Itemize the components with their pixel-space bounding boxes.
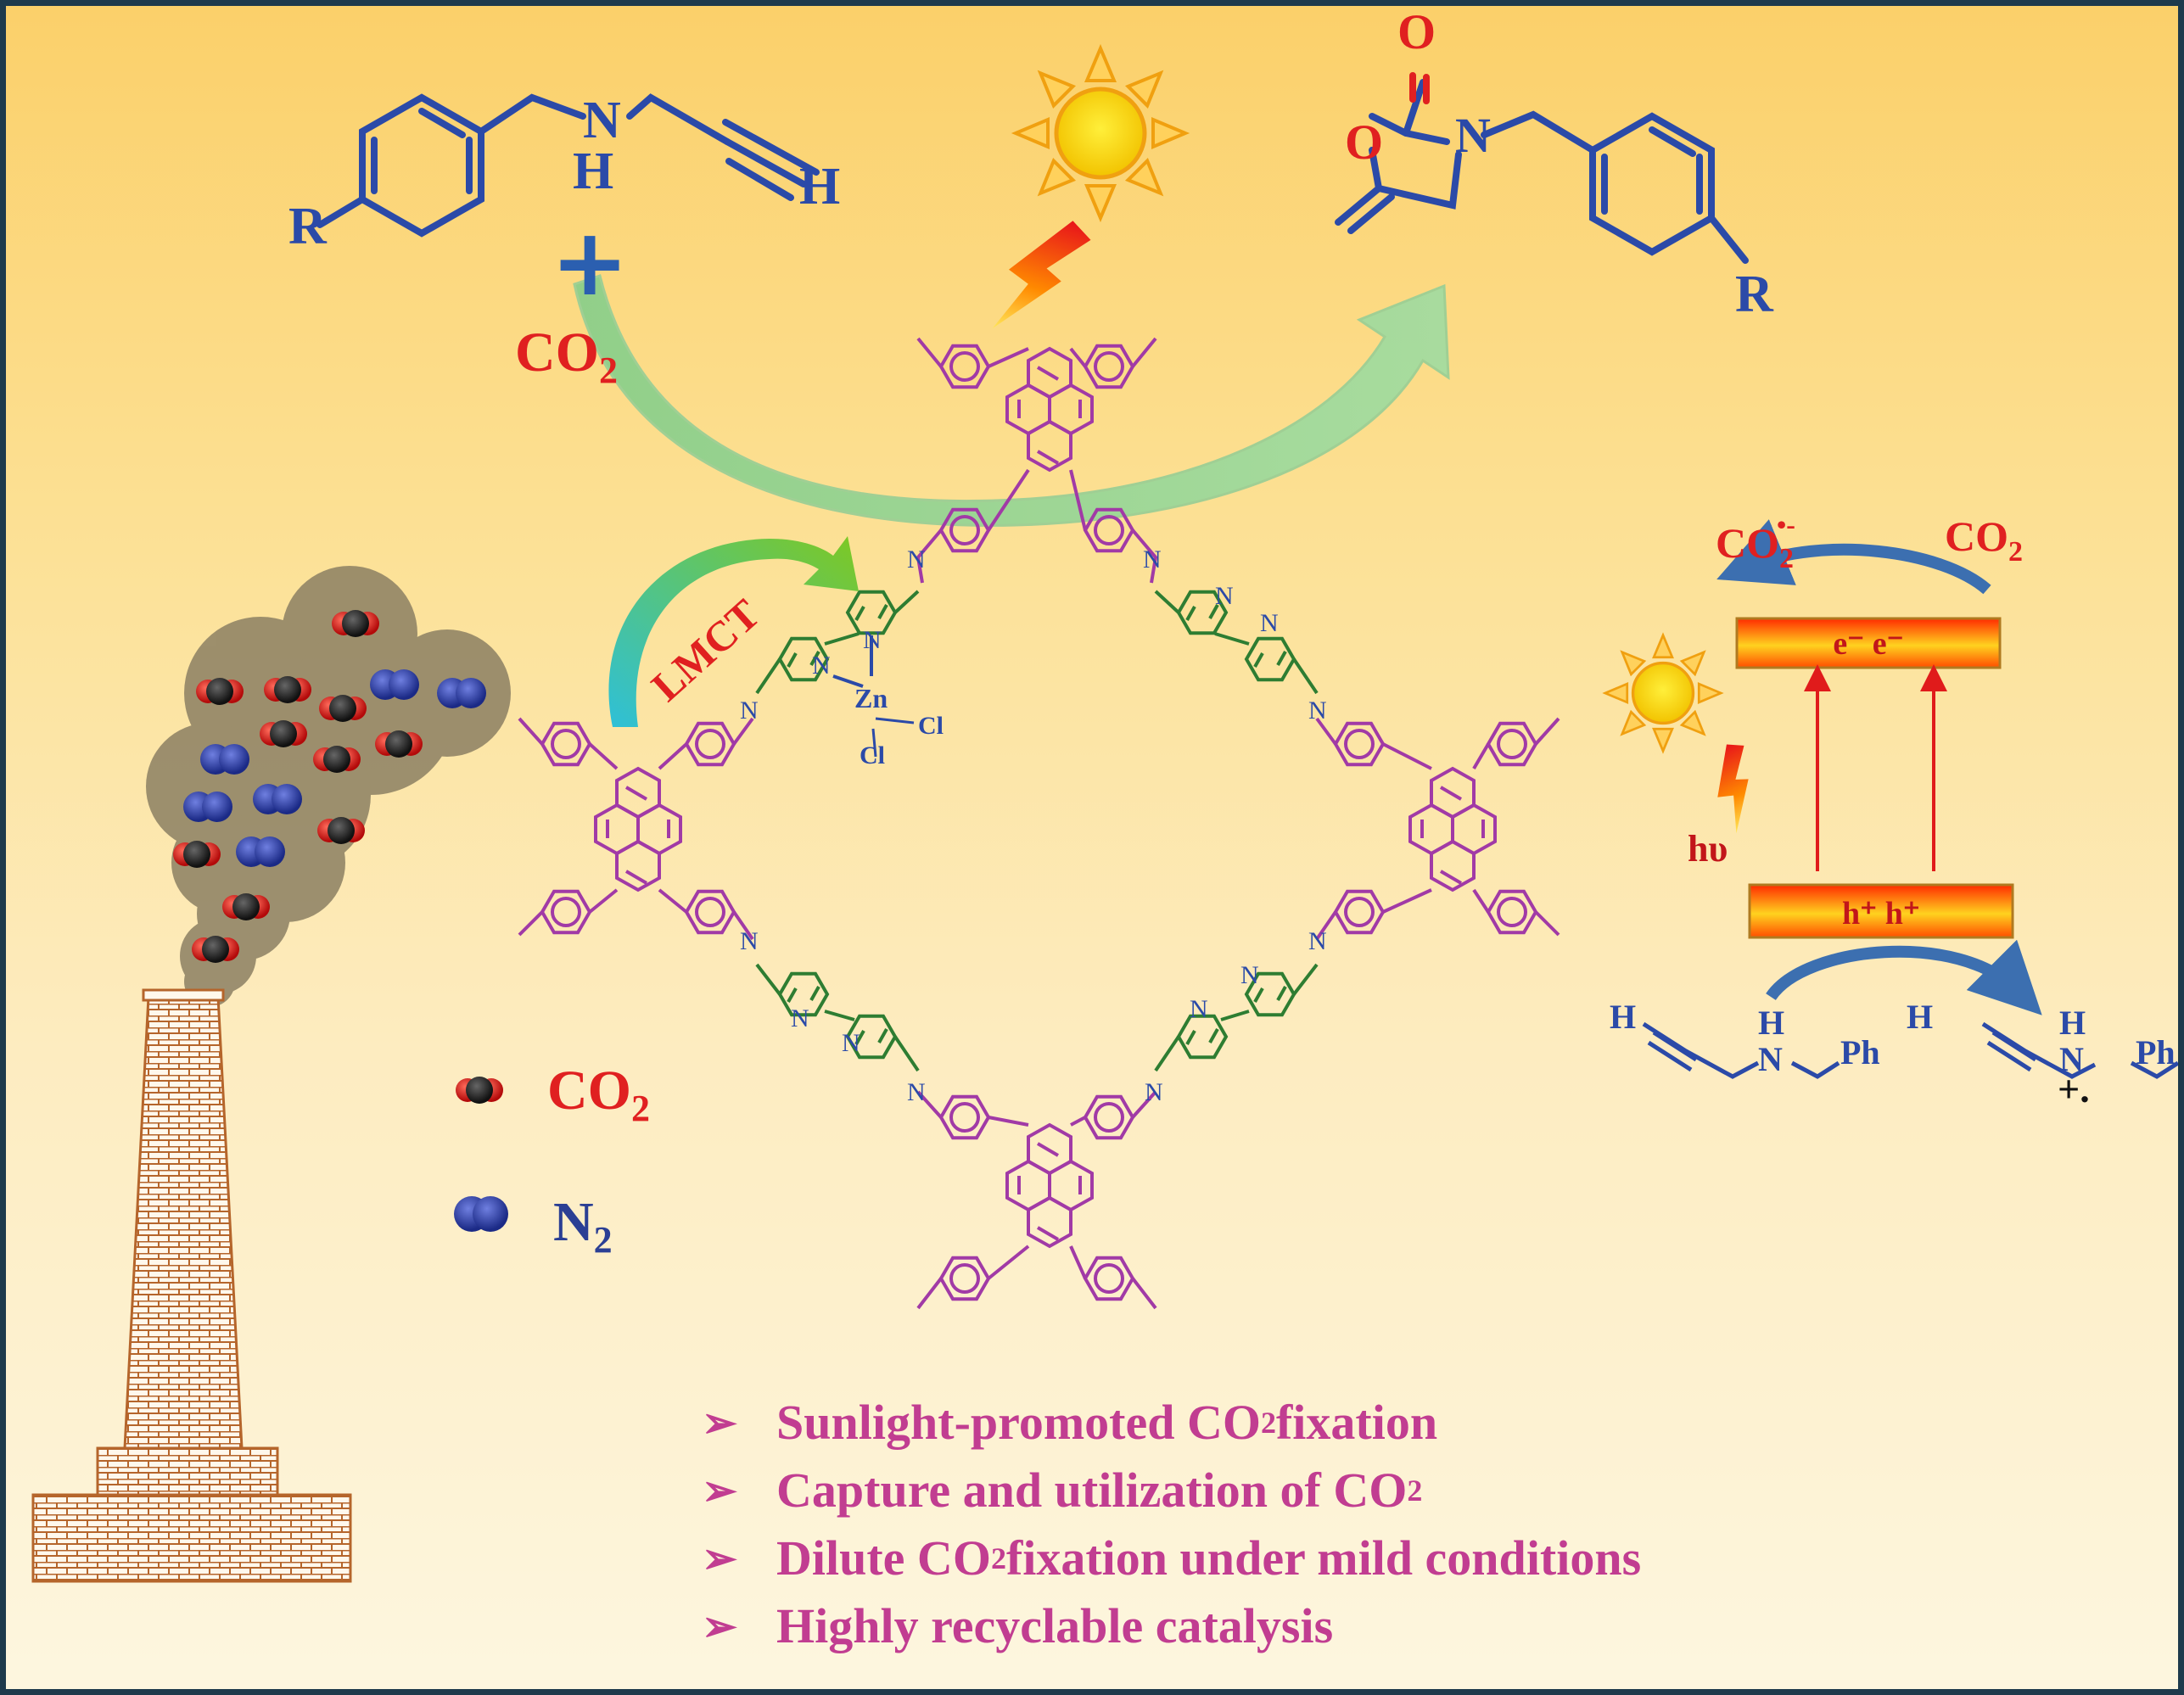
- mechanism-panel: CO2•- CO2 e⁻ e⁻ hυ h⁺ h⁺ H H N Ph H H N …: [1604, 509, 2178, 1110]
- co2-molecules: [173, 610, 423, 963]
- reaction-arrow: [573, 274, 1450, 527]
- pyridine-n-5: N: [791, 1004, 809, 1032]
- lmct-arrow: [608, 536, 859, 727]
- zn-complex: Zn Cl Cl: [854, 683, 944, 769]
- product-oxazolidinone: [1335, 72, 1749, 264]
- imine-n-8: N: [1145, 1078, 1163, 1106]
- reactant-alkyne-h-label: H: [799, 158, 840, 215]
- imine-n-7: N: [907, 1078, 926, 1106]
- plus-sign: +: [551, 208, 629, 316]
- arrow-bullet-icon: ➢: [702, 1399, 737, 1446]
- sun-icon: [1016, 48, 1185, 218]
- legend-co2-label: CO2: [547, 1060, 650, 1129]
- legend: CO2 N2: [454, 1060, 650, 1261]
- imine-n-4: N: [1308, 696, 1327, 724]
- amine-h-terminal: H: [1610, 998, 1636, 1036]
- imine-n-1: N: [907, 545, 926, 573]
- reactant-propargylamine: [316, 93, 820, 238]
- reactant-r-label: R: [288, 198, 328, 255]
- reactant-n-label: N: [583, 92, 621, 149]
- cation-ph: Ph: [2136, 1033, 2176, 1071]
- amine-nh-h: H: [1758, 1004, 1784, 1042]
- product-ring-n: N: [1455, 108, 1491, 163]
- valence-band: [1748, 883, 2014, 939]
- pyridine-n-7: N: [1190, 995, 1208, 1023]
- cl-label-2: Cl: [860, 741, 885, 769]
- conduction-band: [1735, 617, 2002, 669]
- cation-charge: +.: [2058, 1067, 2090, 1110]
- imine-n-3: N: [740, 696, 759, 724]
- pyridine-n-3: N: [1215, 582, 1234, 610]
- imine-n-2: N: [1143, 545, 1162, 573]
- product-carbonyl-o: O: [1397, 6, 1436, 59]
- pyridine-n-6: N: [842, 1029, 860, 1057]
- mechanism-co2-label: CO2: [1945, 512, 2023, 568]
- bullet-item-4: ➢Highly recyclable catalysis: [702, 1592, 1641, 1660]
- pyridine-n-8: N: [1240, 961, 1259, 989]
- hv-label: hυ: [1688, 828, 1728, 870]
- cation-n: N: [2059, 1040, 2084, 1078]
- radical-anion-label: CO2•-: [1716, 509, 1795, 574]
- cof-framework: [518, 337, 1560, 1310]
- legend-n2-marker: [454, 1196, 508, 1232]
- diagram-canvas: CO2 N2 R N H H + CO2 O O N R N N N N N N…: [31, 6, 2178, 1583]
- product-ring-o: O: [1345, 115, 1383, 170]
- amine-oxidation-arrow: [1766, 939, 2042, 1015]
- amine-n: N: [1758, 1040, 1783, 1078]
- pyridine-n-1: N: [863, 626, 882, 654]
- cation-nh-h: H: [2059, 1004, 2086, 1042]
- conduction-band-label: e⁻ e⁻: [1833, 626, 1903, 662]
- chimney: [31, 988, 352, 1583]
- pyridine-n-4: N: [1260, 609, 1279, 637]
- mechanism-sun-icon: [1604, 634, 1722, 752]
- legend-co2-marker: [456, 1077, 503, 1104]
- lightning-bolt-icon: [989, 206, 1095, 350]
- arrow-bullet-icon: ➢: [702, 1467, 737, 1514]
- imine-n-5: N: [740, 927, 759, 955]
- reactant-co2-label: CO2: [515, 322, 618, 391]
- imine-n-6: N: [1308, 927, 1327, 955]
- bipyridine-linkers: [755, 590, 1319, 1072]
- arrow-bullet-icon: ➢: [702, 1535, 737, 1582]
- legend-n2-label: N2: [553, 1191, 613, 1261]
- amine-ph: Ph: [1840, 1033, 1880, 1071]
- product-r-label: R: [1735, 266, 1774, 323]
- cl-label-1: Cl: [918, 712, 944, 740]
- zn-label: Zn: [854, 683, 888, 713]
- arrow-bullet-icon: ➢: [702, 1603, 737, 1650]
- mechanism-bolt-icon: [1699, 737, 1777, 835]
- co2-reduction-arrow: [1716, 519, 1991, 595]
- n2-molecules: [183, 669, 486, 867]
- valence-band-label: h⁺ h⁺: [1842, 896, 1920, 931]
- cation-h-terminal: H: [1907, 998, 1933, 1036]
- pyridine-n-2: N: [812, 652, 831, 680]
- reactant-nh-h-label: H: [573, 143, 613, 200]
